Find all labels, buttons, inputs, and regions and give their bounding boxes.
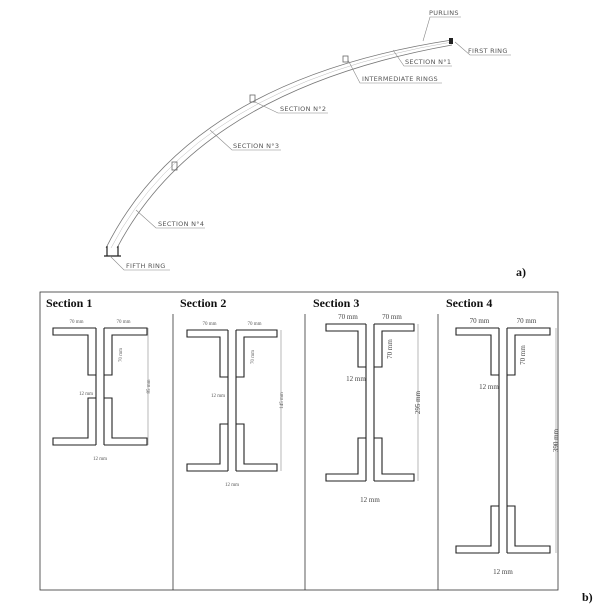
i-beam-section-4 (455, 327, 551, 554)
bottom-right-angle (507, 505, 551, 554)
top-right-angle (104, 327, 148, 376)
web-thickness-dimension: 12 mm (211, 394, 225, 399)
top-right-angle (507, 327, 551, 376)
intermediate-ring-1 (342, 55, 349, 63)
stiffener-dimension: 70 mm (119, 348, 124, 362)
section-title: Section 2 (180, 296, 226, 310)
section-title: Section 1 (46, 296, 92, 310)
flange-right-dimension: 70 mm (382, 313, 402, 321)
arch-outer-chord (105, 39, 453, 249)
bottom-left-angle (186, 423, 228, 472)
bottom-web-dimension: 12 mm (225, 483, 239, 488)
callout-leaders (109, 16, 511, 271)
callout-intermediate-rings: INTERMEDIATE RINGS (362, 75, 438, 83)
web-thickness-dimension: 12 mm (79, 392, 93, 397)
arch-drawing (104, 38, 453, 257)
section-height-dimension: 145 mm (280, 392, 285, 409)
sections-panel (39, 291, 559, 591)
section-height-dimension: 390 mm (552, 428, 560, 452)
flange-left-dimension: 70 mm (202, 322, 216, 327)
bottom-web-dimension: 12 mm (493, 568, 513, 576)
i-beam-section-2 (186, 329, 278, 472)
arch-inner-chord (116, 44, 453, 249)
section-height-dimension: 85 mm (147, 379, 152, 393)
top-right-angle (236, 329, 278, 378)
callout-section-1: SECTION N°1 (405, 58, 451, 66)
bottom-web-dimension: 12 mm (93, 457, 107, 462)
flange-left-dimension: 70 mm (470, 317, 490, 325)
web-thickness-dimension: 12 mm (346, 375, 366, 383)
flange-right-dimension: 70 mm (116, 320, 130, 325)
top-left-angle (52, 327, 96, 376)
part-b-label: b) (582, 590, 593, 604)
bottom-left-angle (455, 505, 499, 554)
section-title: Section 4 (446, 296, 492, 310)
fifth-ring-mark (104, 246, 121, 257)
intermediate-ring-2 (249, 94, 256, 103)
top-left-angle (325, 323, 366, 368)
bottom-right-angle (104, 397, 148, 446)
section-title: Section 3 (313, 296, 359, 310)
callout-section-2: SECTION N°2 (280, 105, 326, 113)
bottom-right-angle (374, 437, 415, 482)
flange-left-dimension: 70 mm (338, 313, 358, 321)
flange-right-dimension: 70 mm (517, 317, 537, 325)
i-beam-section-1 (52, 327, 148, 446)
bottom-right-angle (236, 423, 278, 472)
callout-section-4: SECTION N°4 (158, 220, 204, 228)
callout-first-ring: FIRST RING (468, 47, 508, 55)
intermediate-ring-3 (171, 161, 178, 171)
bottom-left-angle (52, 397, 96, 446)
part-a-label: a) (516, 265, 526, 279)
callout-section-3: SECTION N°3 (233, 142, 279, 150)
arch-mid-line (110, 41, 453, 249)
i-beam-section-3 (325, 323, 415, 482)
top-left-angle (186, 329, 228, 378)
web-thickness-dimension: 12 mm (479, 383, 499, 391)
top-right-angle (374, 323, 415, 368)
bottom-left-angle (325, 437, 366, 482)
stiffener-dimension: 70 mm (519, 345, 527, 365)
stiffener-dimension: 70 mm (386, 339, 394, 359)
flange-right-dimension: 70 mm (247, 322, 261, 327)
first-ring-mark (449, 38, 453, 44)
flange-left-dimension: 70 mm (69, 320, 83, 325)
bottom-web-dimension: 12 mm (360, 496, 380, 504)
section-height-dimension: 295 mm (414, 390, 422, 414)
stiffener-dimension: 70 mm (251, 350, 256, 364)
callout-fifth-ring: FIFTH RING (126, 262, 166, 270)
callout-purlins: PURLINS (429, 9, 459, 17)
top-left-angle (455, 327, 499, 376)
